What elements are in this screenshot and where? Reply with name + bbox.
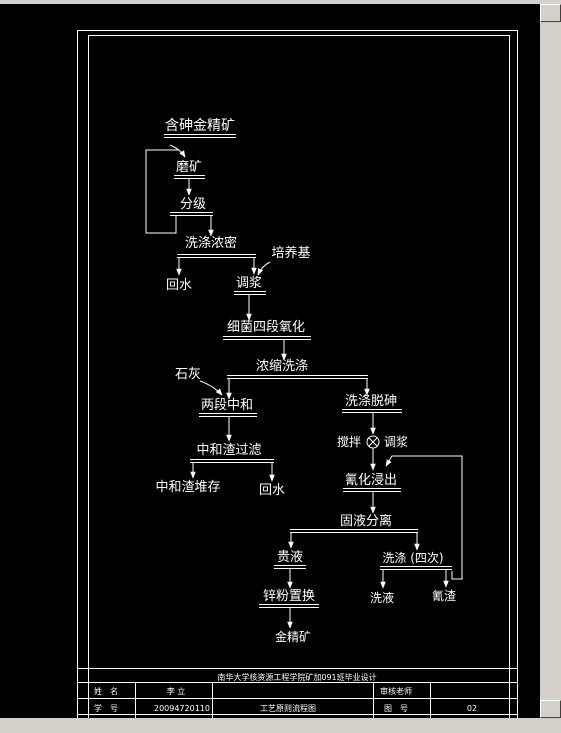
node-two-stage-neutralization: 两段中和	[201, 398, 253, 413]
inner-frame	[88, 35, 510, 718]
node-culture-medium: 培养基	[271, 245, 310, 261]
drawing-title: 工艺原则流程图	[260, 703, 316, 713]
scroll-down-arrow-icon[interactable]	[540, 700, 561, 718]
node-slurry-conditioning-2: 调浆	[384, 434, 408, 449]
window-bottom-bar	[0, 718, 540, 733]
node-concentration-washing: 浓缩洗涤	[256, 358, 308, 374]
node-washing-four-times: 洗涤 (四次)	[382, 551, 443, 565]
scroll-up-arrow-icon[interactable]	[540, 4, 561, 22]
name-label: 姓 名	[94, 686, 118, 696]
id-label: 学 号	[94, 703, 118, 713]
node-arsenic-gold-concentrate: 含砷金精矿	[165, 118, 235, 134]
node-stirring: 搅拌	[337, 434, 361, 449]
node-bacterial-oxidation: 细菌四段氧化	[227, 320, 305, 335]
node-solid-liquid-separation: 固液分离	[340, 513, 392, 529]
drawing-sheet: 南华大学核资源工程学院矿加091班毕业设计 姓 名 李 立 学 号 200947…	[0, 4, 540, 718]
window-top-bar	[0, 0, 561, 4]
node-wash-liquor: 洗液	[370, 590, 394, 605]
flow-labels: 含砷金精矿 磨矿 分级 洗涤浓密 培养基 回水 调浆 细菌四段氧化 浓缩洗涤 石…	[155, 118, 456, 644]
node-slurry-conditioning: 调浆	[236, 276, 262, 291]
node-washing-thickening: 洗涤浓密	[185, 235, 237, 251]
node-residue-filtration: 中和渣过滤	[196, 443, 261, 458]
id-value: 20094720110	[154, 704, 210, 713]
node-residue-storage: 中和渣堆存	[155, 480, 220, 495]
flowsheet-canvas: 南华大学核资源工程学院矿加091班毕业设计 姓 名 李 立 学 号 200947…	[77, 30, 518, 718]
flow-connectors	[145, 144, 463, 629]
node-zinc-cementation: 锌粉置换	[263, 589, 315, 604]
node-return-water-1: 回水	[166, 278, 192, 293]
node-gold-concentrate: 金精矿	[275, 629, 311, 644]
vertical-scrollbar[interactable]	[540, 4, 561, 733]
name-value: 李 立	[167, 686, 186, 696]
node-return-water-2: 回水	[259, 483, 285, 498]
node-pregnant-solution: 贵液	[277, 550, 303, 565]
node-classification: 分级	[180, 197, 206, 212]
node-grinding: 磨矿	[176, 160, 202, 175]
drawing-no-label: 图 号	[384, 704, 408, 713]
node-cyanide-leaching: 氰化浸出	[345, 472, 397, 488]
node-cyanide-residue: 氰渣	[432, 588, 456, 603]
drawing-no-value: 02	[467, 704, 477, 713]
process-underlines	[164, 134, 452, 608]
title-block: 南华大学核资源工程学院矿加091班毕业设计 姓 名 李 立 学 号 200947…	[77, 668, 518, 718]
reviewer-label: 审核老师	[380, 686, 412, 696]
node-washing-dearsenic: 洗涤脱砷	[345, 394, 397, 409]
school-line: 南华大学核资源工程学院矿加091班毕业设计	[217, 672, 376, 682]
node-lime: 石灰	[175, 367, 201, 382]
outer-frame	[77, 30, 518, 718]
